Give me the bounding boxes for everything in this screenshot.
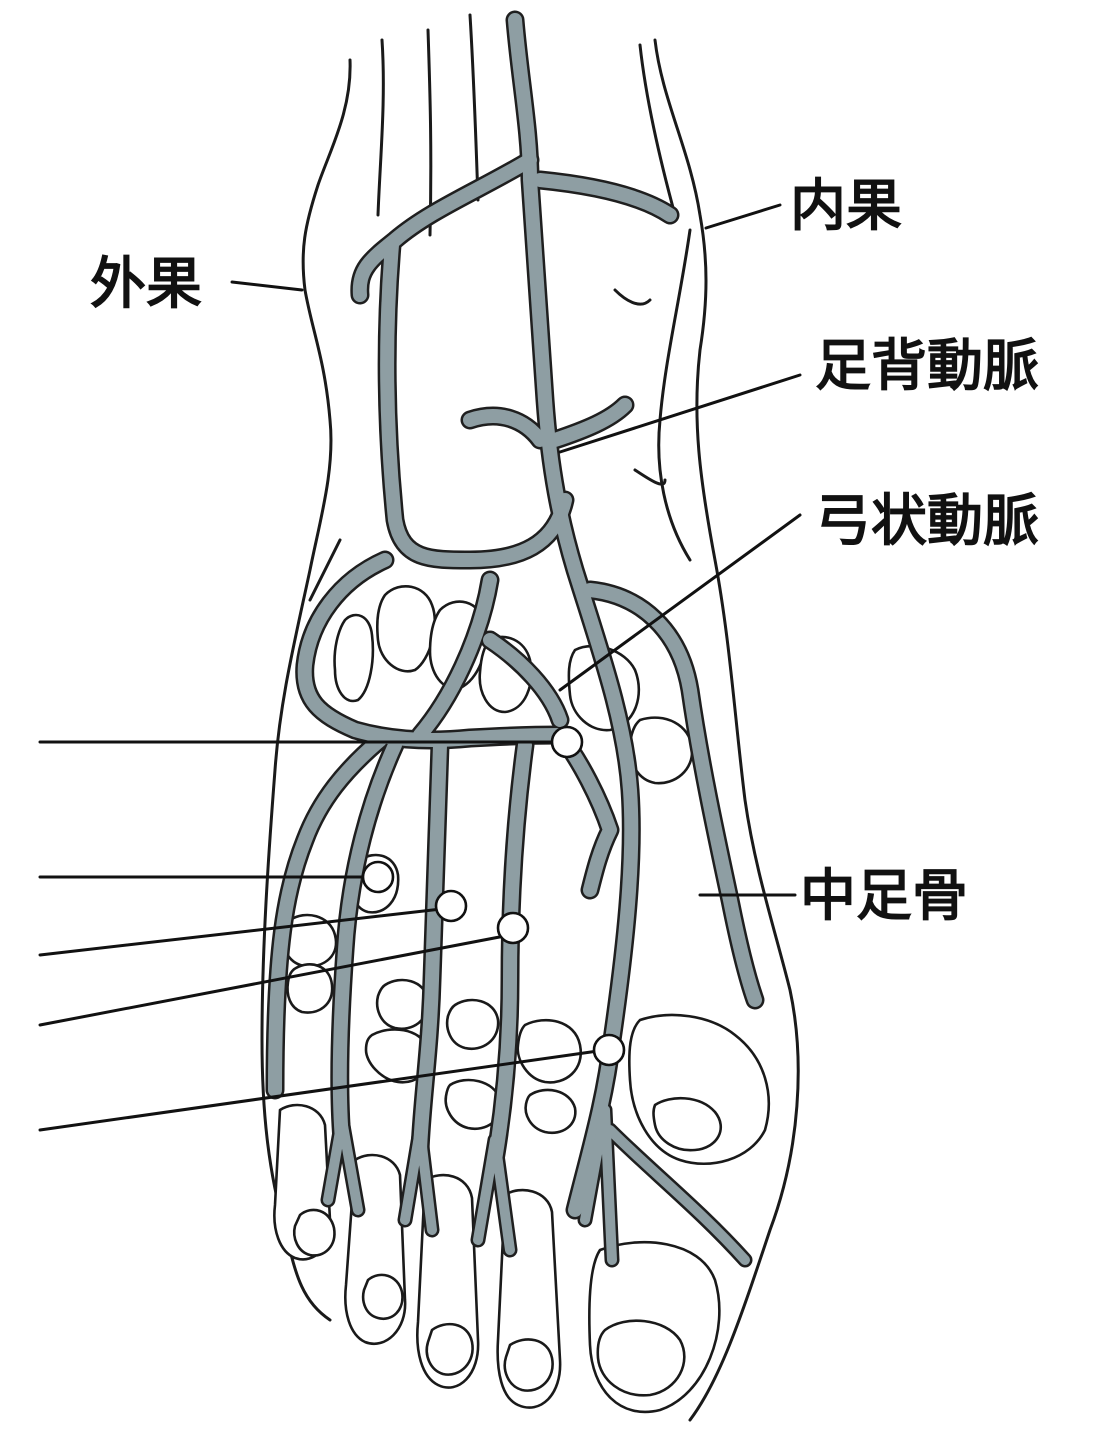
label-medial-malleolus: 内果 [790, 174, 902, 239]
label-metatarsal: 中足骨 [800, 864, 968, 929]
label-lateral-malleolus: 外果 [90, 252, 202, 317]
leader-point-3 [40, 908, 450, 955]
label-dorsalis-pedis-artery: 足背動脈 [815, 334, 1039, 399]
point-marker [552, 727, 582, 757]
point-marker [363, 862, 393, 892]
leader-lateral-malleolus [232, 282, 302, 290]
point-marker [498, 913, 528, 943]
leader-dorsalis-pedis [560, 375, 800, 452]
point-marker [594, 1035, 624, 1065]
label-arcuate-artery: 弓状動脈 [815, 489, 1039, 554]
leader-medial-malleolus [706, 205, 780, 228]
point-marker [436, 891, 466, 921]
